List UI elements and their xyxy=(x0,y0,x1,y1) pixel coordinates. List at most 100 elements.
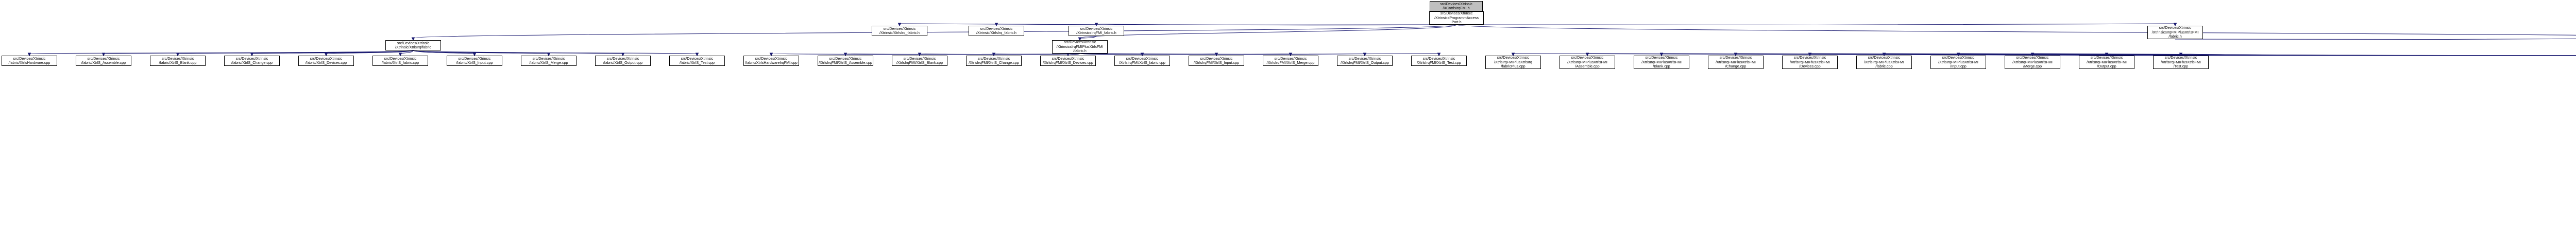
graph-edge xyxy=(1456,24,2576,36)
graph-node-label: src/Devices/Xtrinsic xyxy=(1348,56,1381,61)
graph-node-label: src/Devices/Xtrinsic xyxy=(606,56,639,61)
graph-node-label: src/Devices/Xtrinsic xyxy=(755,56,788,61)
graph-node-label: /fabric.h xyxy=(2168,34,2182,39)
graph-node-label: /Blank.cpp xyxy=(1653,64,1670,69)
graph-node[interactable]: src/Devices/Xtrinsic/fabric/XtrlS_Device… xyxy=(298,56,354,66)
graph-node-label: /XtrlsIrqFMI/XtrlS_Output.cpp xyxy=(1341,60,1389,65)
graph-node-label: /fabric/XtrlS_Devices.cpp xyxy=(305,60,347,65)
graph-node-label: /Merge.cpp xyxy=(2023,64,2042,69)
graph-edge xyxy=(2180,53,2576,56)
graph-node[interactable]: src/Devices/Xtrinsic/XtrlsIrqFMI/XtrlS_B… xyxy=(892,56,947,66)
graph-node-label: src/Devices/Xtrinsic xyxy=(397,40,430,45)
graph-edge xyxy=(1079,24,1457,39)
graph-node[interactable]: src/Devices/Xtrinsic/XtrlsIrqFMIPlusXtrl… xyxy=(1856,55,1912,69)
graph-node[interactable]: src/Devices/Xtrinsic/XtrlsIrqFMI/XtrlS_I… xyxy=(1189,56,1244,66)
graph-node-label: /Xtrinsic/XtrlsIrq/fabric xyxy=(395,45,431,49)
graph-node[interactable]: src/Devices/Xtrinsic/Xtrinsic/XtrlsIrq_f… xyxy=(969,26,1024,36)
graph-edge xyxy=(1079,36,1097,39)
graph-node[interactable]: src/Devices/Xtrinsic/fabric/XtrlsHardwar… xyxy=(2,56,57,66)
graph-node-label: src/Devices/Xtrinsic xyxy=(1440,11,1473,16)
graph-node-label: Port.h xyxy=(1451,20,1462,25)
graph-node-label: src/Devices/Xtrinsic xyxy=(903,56,936,61)
graph-node-label: src/Devices/Xtrinsic xyxy=(2164,55,2197,60)
graph-node[interactable]: src/Devices/Xtrinsic/XCntrlsIrqFMI.h xyxy=(1430,1,1483,11)
graph-node[interactable]: src/Devices/Xtrinsic/XtrlsIrqFMI/XtrlS_O… xyxy=(1337,56,1393,66)
graph-node-label: src/Devices/Xtrinsic xyxy=(883,26,916,31)
graph-node-label: src/Devices/Xtrinsic xyxy=(1719,55,1752,60)
graph-node-label: src/Devices/Xtrinsic xyxy=(87,56,120,61)
graph-edge xyxy=(413,50,549,54)
graph-node-label: /XtrlsIrqFMI/XtrlS_Merge.cpp xyxy=(1266,60,1315,65)
graph-edge xyxy=(899,23,1457,26)
graph-node[interactable]: src/Devices/Xtrinsic/fabric/XtrlS_Input.… xyxy=(447,56,502,66)
graph-node[interactable]: src/Devices/Xtrinsic/XtrlsIrqFMI/XtrlS_C… xyxy=(966,56,1022,66)
graph-edge xyxy=(845,53,1080,55)
graph-edge xyxy=(103,50,414,54)
graph-edge xyxy=(1079,53,1217,55)
graph-node-label: src/Devices/Xtrinsic xyxy=(1497,55,1530,60)
graph-node-label: /Change.cpp xyxy=(1725,64,1747,69)
graph-node-label: /XtrlsIrqFMIPlusXtrlsFMI xyxy=(1716,59,1756,64)
graph-node-label: /XtrlsIrqFMI/XtrlS_fabric.cpp xyxy=(1119,60,1165,65)
graph-node-label: /fabric/XtrlS_Input.cpp xyxy=(456,60,493,65)
graph-node[interactable]: src/Devices/Xtrinsic/XtrinsicsIrqFMI_fab… xyxy=(1069,26,1124,36)
graph-node[interactable]: src/Devices/Xtrinsic/XtrlsIrqFMIPlusXtrl… xyxy=(2079,55,2134,69)
graph-node[interactable]: src/Devices/Xtrinsic/fabric/XtrlS_Output… xyxy=(595,56,651,66)
graph-node[interactable]: src/Devices/Xtrinsic/XtrlsIrqFMIPlusXtrl… xyxy=(1782,55,1838,69)
graph-node[interactable]: src/Devices/Xtrinsic/fabric/XtrlS_Merge.… xyxy=(521,56,577,66)
graph-node[interactable]: src/Devices/Xtrinsic/fabric/XtrlS_Change… xyxy=(224,56,280,66)
graph-edge xyxy=(1079,53,1365,55)
graph-node[interactable]: src/Devices/Xtrinsic/XtrlsIrqFMI/XtrlS_f… xyxy=(1114,56,1170,66)
graph-node-label: src/Devices/Xtrinsic xyxy=(980,26,1013,31)
graph-node-label: /XtrlsIrqFMIPlusXtrlsFMI xyxy=(1641,59,1682,64)
graph-node[interactable]: src/Devices/Xtrinsic/Xtrinsic/XtrlsIrq_f… xyxy=(872,26,927,36)
graph-node[interactable]: src/Devices/Xtrinsic/XtrinsicsIrqFMIPlus… xyxy=(2147,25,2203,39)
graph-edge xyxy=(413,50,698,54)
graph-node-label: /fabricPlus.cpp xyxy=(1501,64,1526,69)
graph-node-label: /XtrinsicsProgrammAccess xyxy=(1434,15,1479,20)
graph-node[interactable]: src/Devices/Xtrinsic/XtrinsicsProgrammAc… xyxy=(1429,11,1484,25)
graph-node-label: /XtrlsIrqFMIPlusXtrlsIrq xyxy=(1494,59,1532,64)
graph-edge xyxy=(413,50,475,54)
graph-node-label: /fabric/XtrlS_fabric.cpp xyxy=(381,60,419,65)
graph-node-label: src/Devices/Xtrinsic xyxy=(1274,56,1307,61)
graph-node[interactable]: src/Devices/Xtrinsic/Xtrinsic/XtrlsIrq/f… xyxy=(385,40,441,50)
graph-edge xyxy=(251,50,414,54)
graph-node[interactable]: src/Devices/Xtrinsic/XtrlsIrqFMIPlusXtrl… xyxy=(1634,55,1689,69)
graph-node-label: src/Devices/Xtrinsic xyxy=(161,56,194,61)
graph-node-label: /XtrlsIrqFMI/XtrlS_Input.cpp xyxy=(1193,60,1240,65)
graph-node-label: /XtrlsIrqFMIPlusXtrlsFMI xyxy=(1567,59,1607,64)
graph-node[interactable]: src/Devices/Xtrinsic/fabric/XtrlS_fabric… xyxy=(372,56,428,66)
graph-node-label: /fabric/XtrlS_Test.cpp xyxy=(680,60,715,65)
graph-node[interactable]: src/Devices/Xtrinsic/XtrlsIrqFMI/XtrlS_A… xyxy=(818,56,873,66)
graph-edge xyxy=(1079,53,1291,55)
graph-node-label: /fabric/XtrlS_Assemble.cpp xyxy=(81,60,126,65)
graph-node-label: /fabric/XtrlsHardware.cpp xyxy=(8,60,50,65)
graph-node-label: src/Devices/Xtrinsic xyxy=(13,56,46,61)
graph-node[interactable]: src/Devices/Xtrinsic/XtrlsIrqFMIPlusXtrl… xyxy=(1708,55,1764,69)
graph-node-label: /fabric.cpp xyxy=(1875,64,1893,69)
graph-node[interactable]: src/Devices/Xtrinsic/XtrlsIrqFMIPlusXtrl… xyxy=(1560,55,1615,69)
graph-node-label: /Xtrinsic/XtrlsIrq_fabric.h xyxy=(879,30,920,35)
graph-node[interactable]: src/Devices/Xtrinsic/XtrinsicsIrqFMIPlus… xyxy=(1052,40,1108,54)
graph-edge xyxy=(177,50,414,54)
graph-node[interactable]: src/Devices/Xtrinsic/XtrlsIrqFMIPlusXtrl… xyxy=(2153,55,2209,69)
graph-node[interactable]: src/Devices/Xtrinsic/XtrlsIrqFMIPlusXtrl… xyxy=(2005,55,2060,69)
graph-node[interactable]: src/Devices/Xtrinsic/fabric/XtrlsHardwar… xyxy=(743,56,799,66)
graph-node-label: src/Devices/Xtrinsic xyxy=(235,56,268,61)
graph-node[interactable]: src/Devices/Xtrinsic/XtrlsIrqFMIPlusXtrl… xyxy=(1930,55,1986,69)
graph-node[interactable]: src/Devices/Xtrinsic/fabric/XtrlS_Test.c… xyxy=(669,56,725,66)
graph-node-label: src/Devices/Xtrinsic xyxy=(1571,55,1604,60)
graph-node[interactable]: src/Devices/Xtrinsic/XtrlsIrqFMI/XtrlS_T… xyxy=(1411,56,1467,66)
graph-node-label: /XtrlsIrqFMIPlusXtrlsFMI xyxy=(1864,59,1904,64)
graph-node[interactable]: src/Devices/Xtrinsic/XtrlsIrqFMI/XtrlS_M… xyxy=(1263,56,1318,66)
graph-node-label: src/Devices/Xtrinsic xyxy=(1942,55,1975,60)
graph-node[interactable]: src/Devices/Xtrinsic/XtrlsIrqFMIPlusXtrl… xyxy=(1485,55,1541,69)
graph-edge xyxy=(996,23,1457,26)
graph-node-label: /XtrlsIrqFMI/XtrlS_Assemble.cpp xyxy=(819,60,872,65)
graph-node[interactable]: src/Devices/Xtrinsic/fabric/XtrlS_Blank.… xyxy=(150,56,206,66)
graph-node[interactable]: src/Devices/Xtrinsic/fabric/XtrlS_Assemb… xyxy=(76,56,131,66)
graph-node-label: src/Devices/Xtrinsic xyxy=(829,56,862,61)
graph-node[interactable]: src/Devices/Xtrinsic/XtrlsIrqFMI/XtrlS_D… xyxy=(1040,56,1096,66)
